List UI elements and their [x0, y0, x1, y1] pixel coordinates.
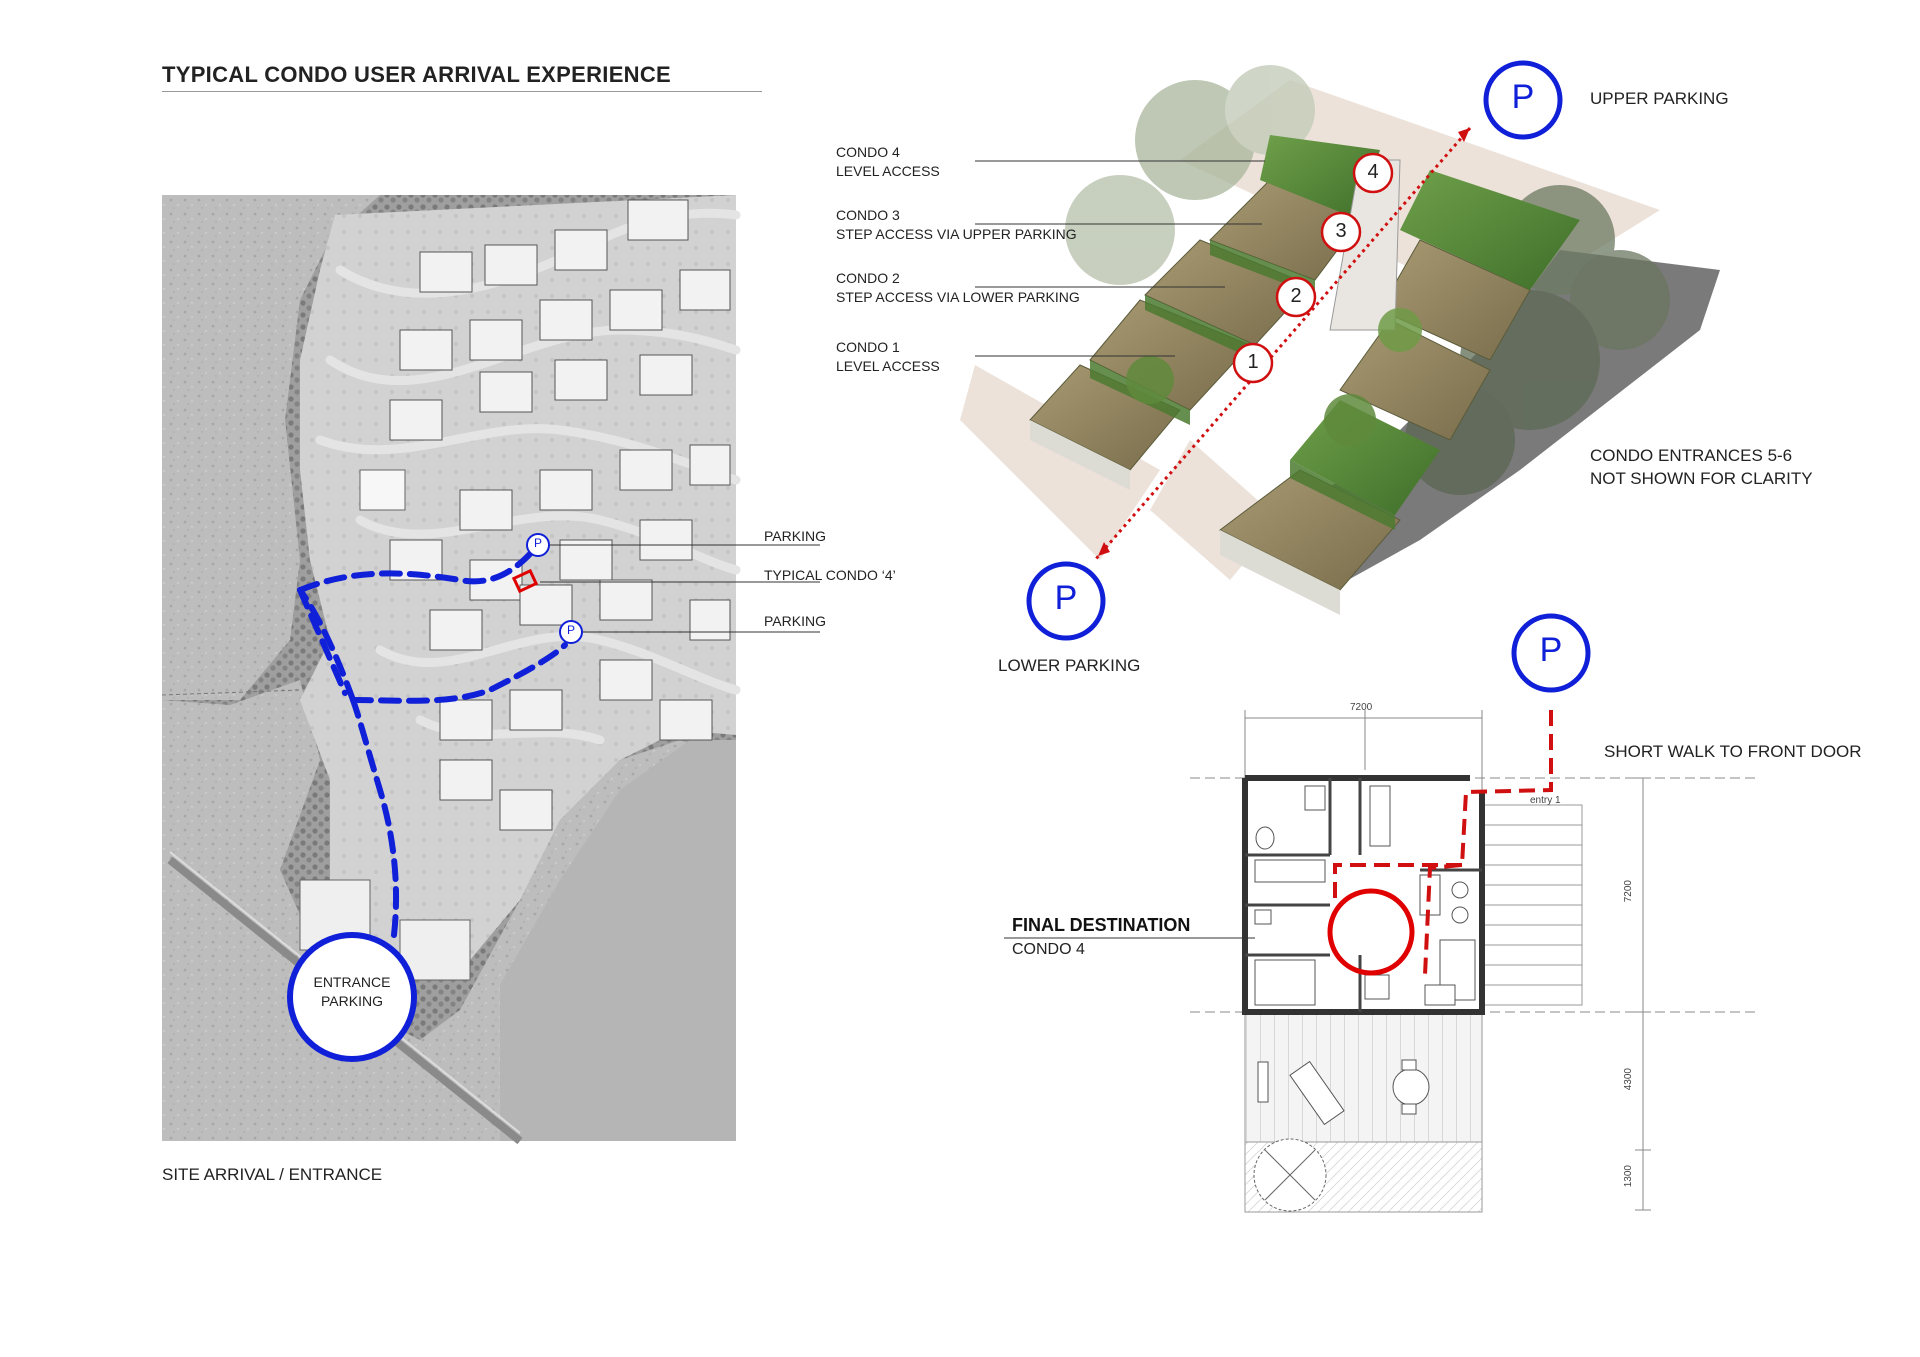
site-plan-caption: SITE ARRIVAL / ENTRANCE [162, 1165, 383, 1184]
level-4-line2: LEVEL ACCESS [836, 163, 940, 179]
title-underline [162, 91, 762, 92]
level-3-line1: CONDO 3 [836, 207, 900, 223]
dimension-depth: 7200 [1623, 880, 1634, 903]
arrival-route [297, 542, 568, 938]
level-marker-2 [1275, 276, 1317, 318]
dimension-terrace: 4300 [1623, 1068, 1634, 1091]
level-number-4: 4 [1367, 161, 1379, 183]
level-1-line2: LEVEL ACCESS [836, 358, 940, 374]
lower-parking-marker [1026, 561, 1106, 641]
level-number-3: 3 [1335, 220, 1347, 242]
entrance-label-line1: ENTRANCE [313, 974, 391, 990]
final-destination-title: FINAL DESTINATION [1012, 915, 1191, 935]
callout-typical-condo: TYPICAL CONDO ‘4’ [764, 567, 896, 583]
level-number-1: 1 [1247, 351, 1259, 373]
dimension-width: 7200 [1350, 702, 1373, 713]
parking-marker-top-letter: P [533, 536, 542, 550]
walk-route [1423, 710, 1553, 976]
final-destination-marker [1327, 888, 1415, 976]
parking-marker-bottom-letter: P [566, 623, 575, 637]
level-1-line1: CONDO 1 [836, 339, 900, 355]
page-title: TYPICAL CONDO USER ARRIVAL EXPERIENCE [162, 62, 672, 87]
level-number-2: 2 [1290, 285, 1302, 307]
final-destination-sub: CONDO 4 [1012, 941, 1085, 958]
level-marker-4 [1352, 152, 1394, 194]
upper-parking-letter: P [1511, 78, 1535, 116]
upper-parking-label: UPPER PARKING [1590, 89, 1729, 108]
entrance-parking-marker [287, 932, 417, 1062]
level-2-line1: CONDO 2 [836, 270, 900, 286]
lower-parking-letter: P [1054, 579, 1078, 617]
level-marker-3 [1320, 211, 1362, 253]
entrances-note-line2: NOT SHOWN FOR CLARITY [1590, 469, 1813, 488]
entrance-label-line2: PARKING [321, 993, 383, 1009]
walk-label: SHORT WALK TO FRONT DOOR [1604, 742, 1862, 761]
callout-parking-bottom: PARKING [764, 613, 826, 629]
level-3-line2: STEP ACCESS VIA UPPER PARKING [836, 226, 1077, 242]
parking-marker-bottom [559, 620, 583, 644]
callout-parking-top: PARKING [764, 528, 826, 544]
level-2-line2: STEP ACCESS VIA LOWER PARKING [836, 289, 1080, 305]
dimension-edge: 1300 [1623, 1165, 1634, 1188]
entrances-note-line1: CONDO ENTRANCES 5-6 [1590, 446, 1793, 465]
entry-label: entry 1 [1530, 795, 1561, 806]
upper-parking-marker [1483, 60, 1563, 140]
parking-marker-top [526, 533, 550, 557]
level-4-line1: CONDO 4 [836, 144, 900, 160]
level-marker-1 [1232, 342, 1274, 384]
floor-plan-parking-marker [1511, 613, 1591, 693]
floor-plan-parking-letter: P [1539, 631, 1563, 669]
lower-parking-label: LOWER PARKING [998, 656, 1141, 675]
typical-condo-highlight [511, 568, 539, 594]
